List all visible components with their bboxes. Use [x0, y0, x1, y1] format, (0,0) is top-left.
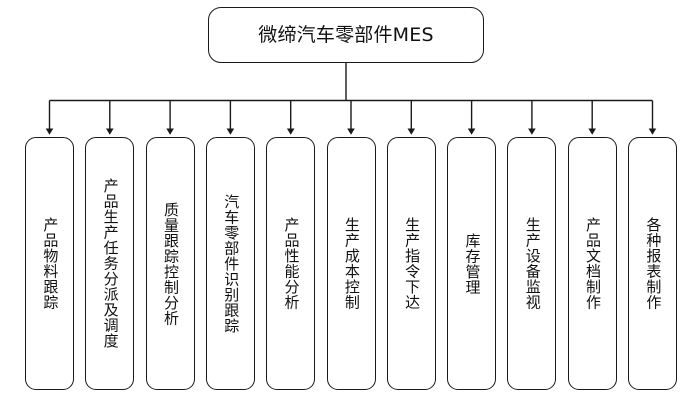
leaf-node-inventory-management[interactable]: 库存管理 — [447, 137, 497, 390]
leaf-node-label: 汽车零部件识别跟踪 — [222, 193, 241, 334]
leaf-node-product-performance-analysis[interactable]: 产品性能分析 — [266, 137, 316, 390]
root-node-label: 微缔汽车零部件MES — [258, 23, 434, 46]
leaf-node-label: 产品物料跟踪 — [41, 217, 60, 310]
root-node[interactable]: 微缔汽车零部件MES — [208, 7, 484, 63]
leaf-node-label: 产品生产任务分派及调度 — [101, 178, 120, 349]
leaf-node-label: 各种报表制作 — [644, 217, 663, 310]
leaf-node-label: 产品文档制作 — [584, 217, 603, 310]
leaf-node-label: 库存管理 — [463, 232, 482, 295]
leaf-node-quality-tracking-control-analysis[interactable]: 质量跟踪控制分析 — [145, 137, 195, 390]
leaf-node-label: 生产指令下达 — [403, 217, 422, 310]
leaf-node-label: 产品性能分析 — [282, 217, 301, 310]
leaf-node-label: 生产成本控制 — [342, 217, 361, 310]
leaf-node-production-equipment-monitoring[interactable]: 生产设备监视 — [507, 137, 557, 390]
leaf-node-production-cost-control[interactable]: 生产成本控制 — [326, 137, 376, 390]
leaf-node-production-order-release[interactable]: 生产指令下达 — [386, 137, 436, 390]
leaf-node-production-task-dispatch-scheduling[interactable]: 产品生产任务分派及调度 — [85, 137, 135, 390]
leaf-node-label: 质量跟踪控制分析 — [161, 201, 180, 326]
leaf-node-product-document-creation[interactable]: 产品文档制作 — [567, 137, 617, 390]
leaf-node-product-material-tracking[interactable]: 产品物料跟踪 — [25, 137, 74, 390]
leaf-node-auto-parts-identification-tracking[interactable]: 汽车零部件识别跟踪 — [205, 137, 255, 390]
leaf-node-label: 生产设备监视 — [523, 217, 542, 310]
leaf-node-various-report-creation[interactable]: 各种报表制作 — [628, 137, 677, 390]
